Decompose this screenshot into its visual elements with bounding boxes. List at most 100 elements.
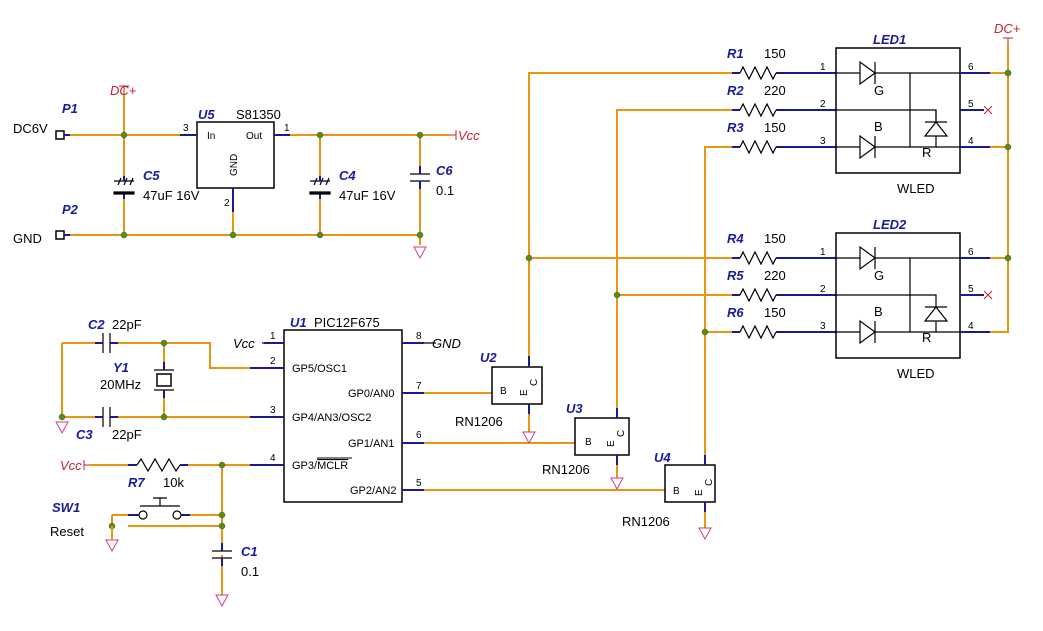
u3-pin-b: B bbox=[585, 437, 592, 448]
transistor-u2: U2 B E C RN1206 bbox=[455, 350, 543, 429]
u4-ref: U4 bbox=[654, 450, 671, 465]
u1-pin5-name: GP2/AN2 bbox=[350, 485, 396, 497]
ground-icon bbox=[55, 421, 69, 435]
u2-pin-c: C bbox=[529, 379, 540, 386]
u5-pin-gnd-num: 2 bbox=[224, 198, 230, 209]
ground-icon bbox=[215, 594, 229, 608]
u5-pin-in-num: 3 bbox=[183, 123, 189, 134]
led2-ref: LED2 bbox=[873, 217, 907, 232]
junction bbox=[1004, 69, 1012, 77]
u4-part: RN1206 bbox=[622, 514, 670, 529]
u3-part: RN1206 bbox=[542, 462, 590, 477]
r3-ref: R3 bbox=[727, 120, 744, 135]
led1-pin6: 6 bbox=[968, 62, 974, 73]
vcc-label: Vcc bbox=[458, 128, 480, 143]
r3-value: 150 bbox=[764, 120, 786, 135]
resistor-r1: R1 150 bbox=[727, 46, 836, 81]
resistor-r7: R7 10k bbox=[128, 457, 188, 490]
led2-pin1: 1 bbox=[820, 247, 826, 258]
junction bbox=[160, 413, 168, 421]
led2-pin2: 2 bbox=[820, 284, 826, 295]
p1-ref: P1 bbox=[62, 101, 78, 116]
junction bbox=[218, 511, 226, 519]
u2-pin-b: B bbox=[500, 386, 507, 397]
junction bbox=[218, 461, 226, 469]
junction bbox=[120, 231, 128, 239]
junction bbox=[316, 231, 324, 239]
y1-value: 20MHz bbox=[100, 377, 141, 392]
dcplus-label: DC+ bbox=[110, 83, 137, 98]
r1-ref: R1 bbox=[727, 46, 744, 61]
junction bbox=[701, 328, 709, 336]
resistor-r4: R4 150 bbox=[727, 231, 836, 266]
led1-label-g: G bbox=[874, 83, 884, 98]
resistor-r2: R2 220 bbox=[727, 83, 836, 118]
led2-label-g: G bbox=[874, 268, 884, 283]
connector-p1: P1 DC6V bbox=[13, 101, 78, 140]
p2-label: GND bbox=[13, 231, 42, 246]
ground-icon bbox=[698, 527, 712, 541]
capacitor-c3: C3 22pF bbox=[76, 407, 142, 442]
crystal-y1: Y1 20MHz bbox=[100, 360, 174, 398]
led2-label-b: B bbox=[874, 304, 883, 319]
led-led1: LED1 WLED 1 2 3 6 5 4 G B R bbox=[820, 32, 993, 196]
u1-pin7-name: GP0/AN0 bbox=[348, 388, 394, 400]
u4-pin-e: E bbox=[694, 489, 705, 496]
dcplus-label: DC+ bbox=[994, 21, 1021, 36]
u1-pin7-num: 7 bbox=[416, 381, 422, 392]
ground-symbols bbox=[55, 246, 712, 608]
capacitor-c5: C5 47uF 16V bbox=[113, 168, 200, 203]
power-dcplus-right: DC+ bbox=[994, 21, 1021, 45]
led1-label-b: B bbox=[874, 119, 883, 134]
u5-pin-out: Out bbox=[246, 131, 262, 142]
sw1-ref: SW1 bbox=[52, 500, 80, 515]
u5-pin-gnd: GND bbox=[229, 154, 240, 176]
transistor-u3: U3 B E C RN1206 bbox=[542, 401, 630, 477]
capacitor-c2: C2 22pF bbox=[88, 317, 142, 353]
led2-part: WLED bbox=[897, 366, 935, 381]
c1-value: 0.1 bbox=[241, 564, 259, 579]
led2-pin3: 3 bbox=[820, 321, 826, 332]
regulator-u5: U5 S81350 In Out GND 3 1 2 bbox=[180, 107, 290, 212]
c3-ref: C3 bbox=[76, 427, 93, 442]
led1-pin1: 1 bbox=[820, 62, 826, 73]
junction bbox=[525, 254, 533, 262]
capacitor-c1: C1 0.1 bbox=[212, 543, 259, 579]
resistor-r5: R5 220 bbox=[727, 268, 836, 303]
junction bbox=[416, 231, 424, 239]
c5-value: 47uF 16V bbox=[143, 188, 200, 203]
u1-ref: U1 bbox=[290, 315, 307, 330]
junction bbox=[58, 413, 66, 421]
u2-ref: U2 bbox=[480, 350, 497, 365]
ground-icon bbox=[413, 246, 427, 260]
junction bbox=[218, 522, 226, 530]
c1-ref: C1 bbox=[241, 544, 258, 559]
ground-icon bbox=[105, 539, 119, 553]
junction bbox=[229, 231, 237, 239]
led1-ref: LED1 bbox=[873, 32, 906, 47]
u1-pin5-num: 5 bbox=[416, 478, 422, 489]
u5-part: S81350 bbox=[236, 107, 281, 122]
junction bbox=[120, 131, 128, 139]
r6-ref: R6 bbox=[727, 305, 744, 320]
resistor-r6: R6 150 bbox=[727, 305, 836, 340]
r6-value: 150 bbox=[764, 305, 786, 320]
u1-pin3-name: GP4/AN3/OSC2 bbox=[292, 412, 371, 424]
u1-pin6-name: GP1/AN1 bbox=[348, 438, 394, 450]
led1-pin5: 5 bbox=[968, 99, 974, 110]
u4-pin-c: C bbox=[704, 479, 715, 486]
y1-ref: Y1 bbox=[113, 360, 129, 375]
u1-pin8-num: 8 bbox=[416, 331, 422, 342]
ground-icon bbox=[522, 431, 536, 445]
c2-value: 22pF bbox=[112, 317, 142, 332]
c2-ref: C2 bbox=[88, 317, 105, 332]
u4-pin-b: B bbox=[673, 486, 680, 497]
r7-value: 10k bbox=[163, 475, 184, 490]
u5-pin-out-num: 1 bbox=[284, 123, 290, 134]
gnd-label: GND bbox=[432, 336, 461, 351]
c6-ref: C6 bbox=[436, 163, 453, 178]
r2-value: 220 bbox=[764, 83, 786, 98]
vcc-label: Vcc bbox=[60, 458, 82, 473]
p2-ref: P2 bbox=[62, 202, 79, 217]
